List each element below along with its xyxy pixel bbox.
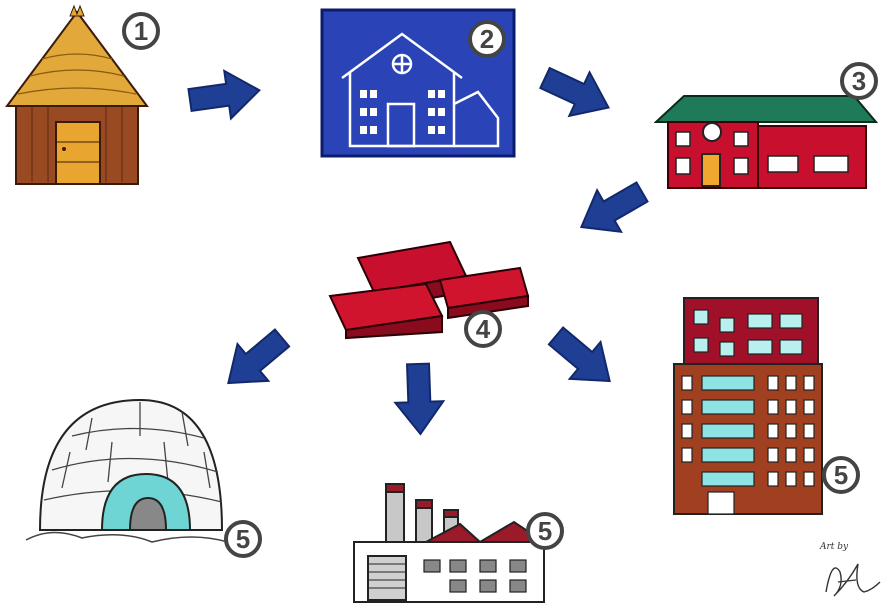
- step-badge-1: 1: [122, 12, 160, 50]
- apartment-building-icon: [673, 297, 823, 515]
- factory-icon: [353, 483, 545, 603]
- straw-hut-icon: [5, 4, 149, 185]
- step-badge-5-factory: 5: [526, 512, 564, 550]
- artist-credit: Art by: [820, 542, 849, 552]
- step-badge-4: 4: [464, 310, 502, 348]
- artist-signature: [825, 563, 881, 597]
- arrow-4-to-apartment: [539, 316, 627, 401]
- arrow-4-to-factory: [393, 362, 446, 436]
- step-badge-3: 3: [840, 62, 878, 100]
- step-badge-2: 2: [468, 20, 506, 58]
- arrow-1-to-2: [185, 65, 264, 125]
- house-blueprint-icon: [320, 8, 516, 158]
- igloo-icon: [25, 398, 229, 543]
- step-badge-5-apartment: 5: [822, 456, 860, 494]
- arrow-3-to-4: [568, 170, 655, 249]
- step-badge-5-igloo: 5: [224, 520, 262, 558]
- red-brick-house-icon: [654, 95, 879, 189]
- bricks-icon: [328, 240, 530, 340]
- arrow-2-to-3: [533, 55, 620, 131]
